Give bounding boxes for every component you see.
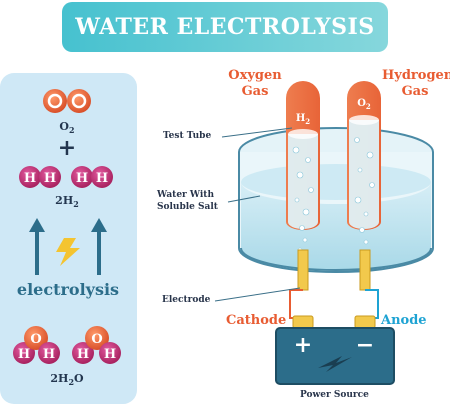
battery-plus: +: [294, 332, 312, 358]
tube-right-label: O2: [357, 98, 371, 111]
h2-formula: 2H2: [55, 194, 79, 209]
oxygen-atom: [43, 89, 67, 113]
cathode-terminal: [292, 315, 314, 329]
hydrogen-atom: H: [76, 171, 88, 186]
bubbles: [354, 137, 375, 245]
leader-water: [227, 195, 261, 203]
water-label: Water With Soluble Salt: [157, 190, 218, 212]
arrow-up-icon: [91, 218, 107, 275]
oxygen-atom: [67, 89, 91, 113]
test-tube-left: H2: [286, 81, 320, 253]
cathode-label: Cathode: [226, 313, 287, 328]
hydrogen-gas-label: Hydrogen Gas: [382, 68, 450, 99]
lightning-icon: [56, 238, 80, 266]
hydrogen-atom: H: [24, 171, 36, 186]
anode-terminal: [354, 315, 376, 329]
hydrogen-atom-label: H: [77, 347, 89, 362]
electrode-label: Electrode: [162, 295, 211, 305]
hydrogen-atom: H: [44, 171, 56, 186]
hydrogen-atom-label: H: [18, 347, 30, 362]
o2-formula: O2: [59, 120, 74, 135]
oxygen-molecule: [43, 89, 91, 113]
anode-wire: [365, 289, 379, 319]
hydrogen-atom-label: H: [43, 347, 55, 362]
oxygen-atom-label: O: [30, 332, 41, 347]
hydrogen-atom-label: H: [104, 347, 116, 362]
power-source-label: Power Source: [300, 390, 369, 400]
tube-left-label: H2: [296, 113, 310, 126]
h2o-formula: 2H2O: [50, 372, 84, 387]
electrolysis-label: electrolysis: [17, 280, 119, 299]
leader-electrode: [214, 287, 301, 302]
cathode-wire: [289, 289, 303, 319]
test-tube-right: O2: [347, 81, 381, 245]
water-molecules: O O H H H H: [13, 326, 121, 364]
title-banner: WATER ELECTROLYSIS: [62, 2, 388, 52]
plus-sign: +: [58, 135, 76, 161]
power-source: [275, 327, 395, 385]
lightning-icon: [318, 356, 352, 372]
anode-label: Anode: [381, 313, 427, 328]
oxygen-gas-label: Oxygen Gas: [228, 68, 282, 99]
page-title: WATER ELECTROLYSIS: [75, 14, 375, 40]
electrode-left: [297, 249, 309, 291]
hydrogen-molecules: H H H H: [19, 166, 113, 188]
bubbles: [292, 146, 314, 253]
test-tube-label: Test Tube: [163, 131, 212, 141]
battery-minus: −: [356, 332, 374, 358]
hydrogen-atom: H: [96, 171, 108, 186]
oxygen-atom-label: O: [91, 332, 102, 347]
leader-test-tube: [221, 127, 293, 138]
electrode-right: [359, 249, 371, 291]
arrow-up-icon: [29, 218, 45, 275]
